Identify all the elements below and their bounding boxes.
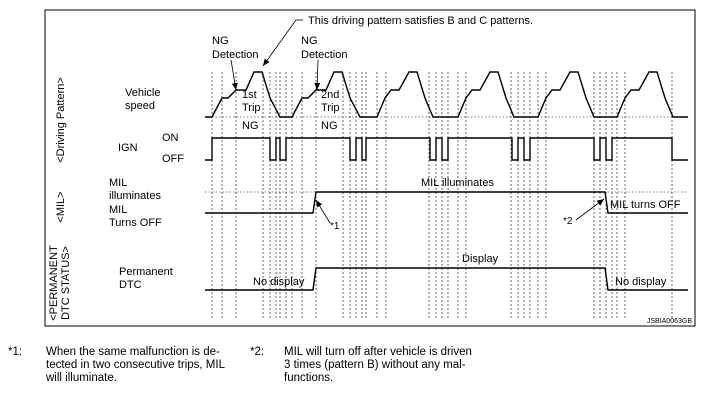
display-label: Display: [462, 253, 499, 265]
section-label-driving-pattern: <Driving Pattern>: [55, 77, 67, 163]
footnote-2: *2: MIL will turn off after vehicle is d…: [250, 346, 499, 385]
text-line: Permanent: [119, 266, 173, 278]
text-line: NG: [301, 35, 318, 47]
text-line: 2nd: [321, 89, 339, 101]
mil-waveform: [205, 191, 688, 214]
text-line: 1st: [242, 89, 257, 101]
vehicle-speed-waveform: [205, 71, 688, 118]
footnote-1: *1: When the same malfunction is de-tect…: [8, 346, 261, 385]
text-line: tected in two consecutive trips, MIL: [46, 359, 225, 371]
text-line: speed: [125, 100, 155, 112]
ng-label-2: NG: [321, 120, 338, 132]
text-line: Detection: [301, 49, 347, 61]
top-note: This driving pattern satisfies B and C p…: [308, 15, 533, 27]
row-label-ign-on: ON: [162, 132, 179, 144]
ng-label-1: NG: [242, 120, 259, 132]
marker-1-arrow: [315, 199, 331, 224]
text-line: 3 times (pattern B) without any mal-: [284, 359, 466, 371]
figure-code: JSBIA0063GB: [647, 318, 692, 325]
text-line: NG: [212, 35, 229, 47]
text-line: MIL: [109, 177, 127, 189]
footnote-2-mark: *2:: [250, 346, 265, 358]
ng-detection-arrow-2: [314, 59, 321, 91]
ign-waveform: [205, 137, 688, 161]
text-line: will illuminate.: [46, 372, 117, 384]
section-label-permanent-dtc: <PERMANENTDTC STATUS>: [48, 245, 72, 321]
text-line: <PERMANENT: [48, 245, 60, 321]
timing-diagram: <Driving Pattern> <MIL> <PERMANENTDTC ST…: [44, 9, 696, 327]
mil-turns-off-label: MIL turns OFF: [610, 199, 681, 211]
text-line: DTC: [119, 279, 142, 291]
ng-detection-label-1: NG Detection: [212, 35, 258, 61]
marker-1: *1: [330, 221, 340, 232]
mil-illuminates-label: MIL illuminates: [421, 177, 494, 189]
text-line: When the same malfunction is de-: [46, 346, 220, 358]
text-line: Turns OFF: [109, 217, 162, 229]
top-note-arrow: [262, 19, 297, 67]
footnotes: *1: When the same malfunction is de-tect…: [0, 346, 717, 400]
text-line: MIL: [109, 204, 127, 216]
text-line: Detection: [212, 49, 258, 61]
permanent-dtc-waveform: [205, 267, 688, 291]
no-display-label-left: No display: [253, 276, 305, 288]
diagram-frame: [44, 9, 696, 327]
section-label-mil: <MIL>: [55, 191, 67, 222]
footnote-1-text: When the same malfunction is de-tected i…: [46, 346, 261, 385]
text-line: Vehicle: [125, 87, 160, 99]
no-display-label-right: No display: [615, 276, 667, 288]
marker-2: *2: [563, 216, 573, 227]
text-line: illuminates: [109, 190, 161, 202]
ng-detection-label-2: NG Detection: [301, 35, 347, 61]
row-label-ign-off: OFF: [162, 153, 184, 165]
text-line: Trip: [242, 102, 261, 114]
footnote-1-mark: *1:: [8, 346, 23, 358]
ng-detection-arrow-1: [230, 59, 238, 91]
text-line: Trip: [321, 102, 340, 114]
footnote-2-text: MIL will turn off after vehicle is drive…: [284, 346, 499, 385]
text-line: MIL will turn off after vehicle is drive…: [284, 346, 472, 358]
marker-2-arrow: [575, 198, 605, 221]
row-label-ign: IGN: [118, 142, 138, 154]
text-line: functions.: [284, 372, 334, 384]
text-line: DTC STATUS>: [60, 246, 72, 320]
